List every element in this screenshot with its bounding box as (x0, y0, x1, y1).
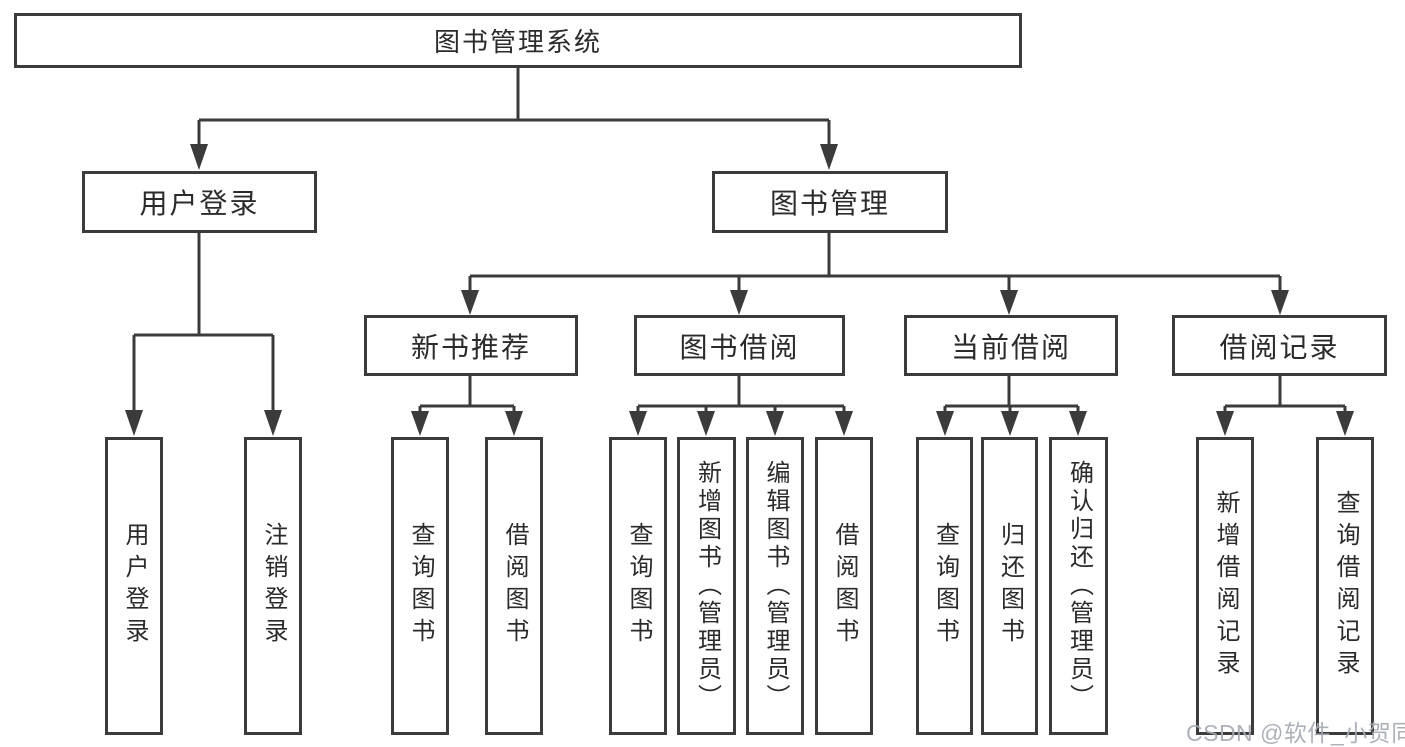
leaf-current-query: 查询图书 (916, 437, 973, 735)
connector-new-books-to-leaves (411, 376, 523, 436)
node-root: 图书管理系统 (14, 13, 1022, 68)
connector-borrowing-records-to-leaves (1216, 376, 1354, 436)
leaf-current-query-label: 查询图书 (931, 522, 959, 650)
arrow-down-icon (1271, 290, 1289, 315)
node-root-label: 图书管理系统 (433, 27, 602, 57)
arrow-down-icon (697, 411, 715, 436)
arrow-down-icon (766, 411, 784, 436)
node-user-login: 用户登录 (82, 171, 317, 233)
node-new-books-label: 新书推荐 (410, 331, 531, 363)
leaf-borrowing-borrow-label: 借阅图书 (831, 522, 858, 650)
leaf-user-login-label: 用户登录 (121, 522, 148, 650)
arrow-down-icon (411, 411, 429, 436)
arrow-down-icon (629, 411, 647, 436)
connector-root-to-level2 (190, 68, 838, 170)
arrow-down-icon (820, 144, 838, 170)
leaf-current-confirm-return: 确认归还（管理员） (1049, 437, 1108, 735)
leaf-borrowing-edit: 编辑图书（管理员） (746, 437, 804, 735)
leaf-logout-label: 注销登录 (260, 522, 287, 650)
node-book-borrowing-label: 图书借阅 (679, 331, 800, 363)
arrow-down-icon (730, 290, 748, 315)
arrow-down-icon (1000, 290, 1018, 315)
arrow-down-icon (461, 290, 479, 315)
leaf-records-add: 新增借阅记录 (1196, 437, 1254, 735)
arrow-down-icon (190, 144, 208, 170)
leaf-logout: 注销登录 (244, 437, 302, 735)
node-book-borrowing: 图书借阅 (634, 315, 845, 376)
leaf-new-books-borrow-label: 借阅图书 (501, 522, 528, 650)
arrow-down-icon (1336, 411, 1354, 436)
leaf-borrowing-add: 新增图书（管理员） (677, 437, 736, 735)
arrow-down-icon (505, 411, 523, 436)
connector-current-borrowing-to-leaves (936, 376, 1087, 436)
node-book-management: 图书管理 (712, 171, 948, 233)
leaf-current-confirm-return-label: 确认归还（管理员） (1065, 460, 1093, 712)
leaf-records-query-label: 查询借阅记录 (1332, 490, 1359, 682)
connector-user-login-to-leaves (125, 233, 282, 436)
leaf-user-login: 用户登录 (105, 437, 163, 735)
leaf-new-books-borrow: 借阅图书 (485, 437, 543, 735)
arrow-down-icon (835, 411, 853, 436)
leaf-new-books-query: 查询图书 (391, 437, 449, 735)
connector-book-management-to-level3 (461, 233, 1289, 315)
connector-book-borrowing-to-leaves (629, 376, 853, 436)
arrow-down-icon (264, 410, 282, 436)
arrow-down-icon (125, 410, 143, 436)
leaf-records-query: 查询借阅记录 (1316, 437, 1374, 735)
leaf-current-return: 归还图书 (981, 437, 1038, 735)
leaf-borrowing-query-label: 查询图书 (625, 522, 652, 650)
leaf-borrowing-edit-label: 编辑图书（管理员） (762, 460, 789, 712)
arrow-down-icon (936, 411, 954, 436)
node-user-login-label: 用户登录 (139, 188, 260, 219)
node-book-management-label: 图书管理 (769, 188, 890, 219)
arrow-down-icon (1001, 411, 1019, 436)
leaf-borrowing-borrow: 借阅图书 (815, 437, 873, 735)
node-new-books: 新书推荐 (364, 315, 578, 376)
csdn-watermark: CSDN @软件_小贺同学 (1186, 720, 1405, 746)
leaf-records-add-label: 新增借阅记录 (1212, 490, 1239, 682)
node-borrowing-records: 借阅记录 (1172, 315, 1387, 376)
node-borrowing-records-label: 借阅记录 (1219, 331, 1340, 363)
arrow-down-icon (1069, 411, 1087, 436)
leaf-current-return-label: 归还图书 (996, 522, 1024, 650)
node-current-borrowing: 当前借阅 (904, 315, 1118, 376)
arrow-down-icon (1216, 411, 1234, 436)
leaf-borrowing-add-label: 新增图书（管理员） (693, 460, 721, 712)
leaf-new-books-query-label: 查询图书 (407, 522, 434, 650)
leaf-borrowing-query: 查询图书 (609, 437, 667, 735)
node-current-borrowing-label: 当前借阅 (950, 331, 1071, 363)
